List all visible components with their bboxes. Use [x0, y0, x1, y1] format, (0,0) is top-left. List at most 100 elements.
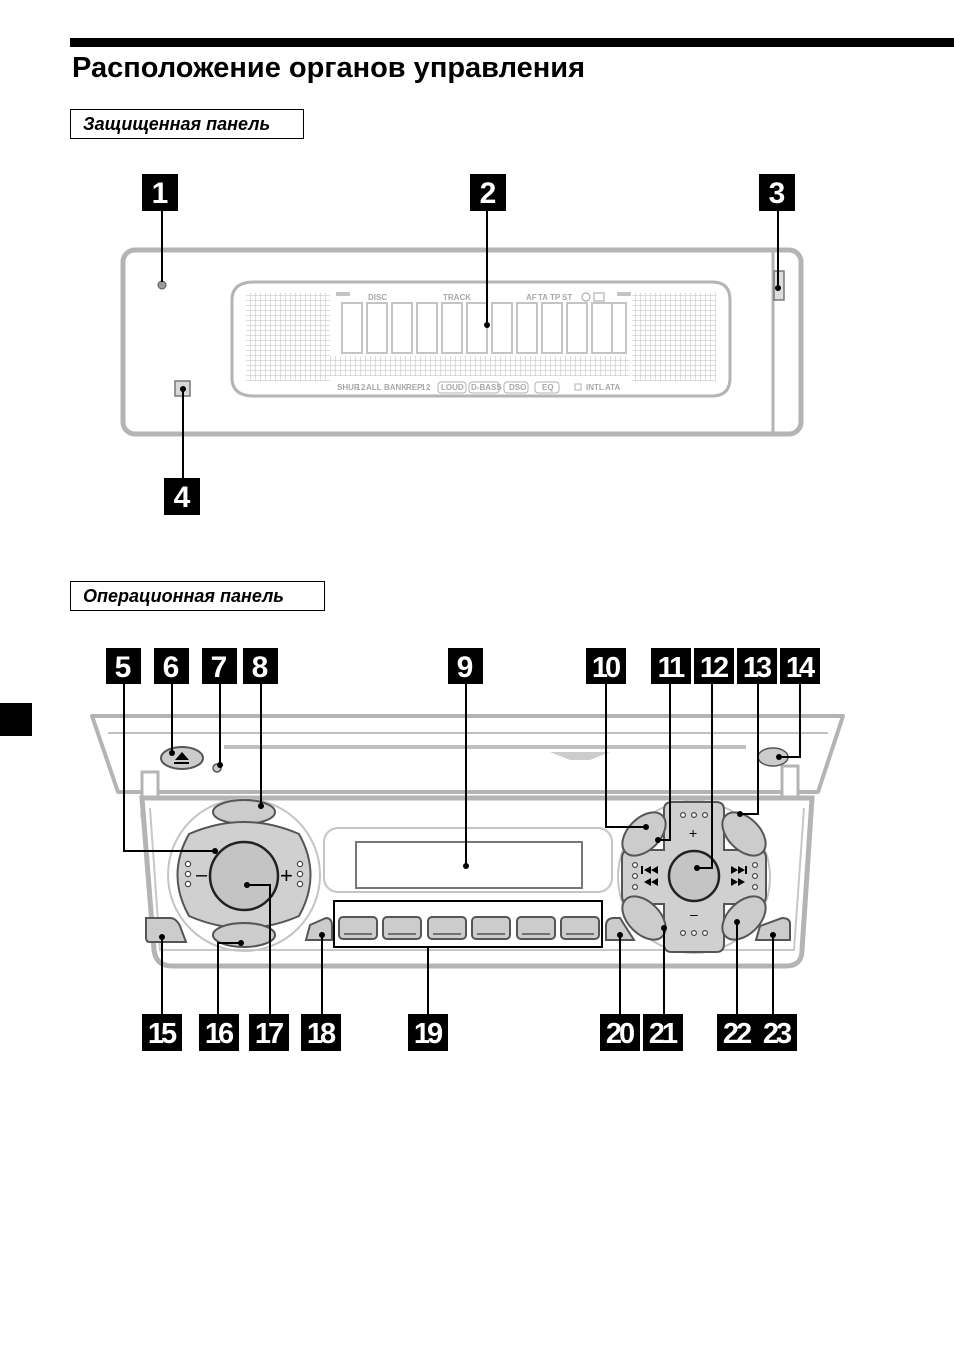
next-icon	[731, 866, 747, 886]
callout-12	[694, 648, 734, 684]
callout-3-label: 3	[769, 177, 786, 210]
display-button[interactable]	[304, 916, 333, 941]
indicator-st: ST	[562, 293, 572, 302]
display-lower-bar	[330, 356, 630, 376]
callout-9	[448, 648, 483, 684]
callout-16-label: 16	[205, 1018, 234, 1050]
page-title: Расположение органов управления	[72, 52, 586, 84]
callout-14-label: 14	[786, 652, 815, 684]
callout-18	[301, 1014, 341, 1051]
display-clock-icon	[581, 292, 591, 302]
callout-20	[600, 1014, 640, 1051]
indicator-tape-icon	[574, 383, 582, 391]
reset-hole-icon	[157, 280, 167, 290]
callout-10	[586, 648, 626, 684]
display-left-matrix	[246, 293, 330, 381]
volume-plus-label: +	[280, 863, 293, 888]
callout-7	[202, 648, 237, 684]
indicator-intl: INTL	[586, 383, 604, 392]
indicator-rep-2: 2	[426, 383, 431, 392]
callout-8-label: 8	[252, 651, 269, 684]
dsp-button[interactable]	[714, 888, 773, 947]
eject-icon	[175, 752, 189, 760]
callout-17-label: 17	[255, 1018, 283, 1050]
prev-icon	[641, 866, 658, 886]
display-right-matrix	[632, 293, 716, 381]
callout-13-label: 13	[743, 652, 772, 684]
header-rule	[70, 38, 954, 47]
callout-23	[757, 1014, 797, 1051]
callout-20-label: 20	[606, 1018, 634, 1050]
seek-minus-label: –	[690, 906, 698, 922]
mode-button[interactable]	[212, 922, 276, 948]
preset-button-5[interactable]	[516, 916, 556, 940]
preset-button-1[interactable]	[338, 916, 378, 940]
callout-19	[408, 1014, 448, 1051]
front-panel: DISC TRACK AF TA TP ST SHUF 1 2 ALL BANK…	[120, 211, 804, 480]
indicator-shuf-2: 2	[361, 383, 366, 392]
off-button[interactable]	[145, 917, 188, 943]
page-side-tab	[0, 703, 32, 736]
af-ta-button[interactable]	[714, 804, 773, 863]
seek-mode-button[interactable]	[614, 804, 673, 863]
preset-button-3[interactable]	[427, 916, 467, 940]
callout-5	[106, 648, 141, 684]
callout-13	[737, 648, 777, 684]
callout-leaders	[123, 683, 801, 1014]
callout-15	[142, 1014, 182, 1051]
callout-15-label: 15	[148, 1018, 177, 1050]
indicator-all: ALL	[366, 383, 382, 392]
play-button[interactable]	[667, 849, 721, 903]
section-label-front-panel: Защищенная панель	[70, 109, 304, 139]
callout-6-label: 6	[163, 651, 180, 684]
indicator-eq: EQ	[542, 383, 554, 392]
callout-7-label: 7	[211, 651, 228, 684]
callout-16	[199, 1014, 239, 1051]
preset-button-4[interactable]	[471, 916, 511, 940]
indicator-rep: REP	[406, 383, 423, 392]
indicator-bank: BANK	[384, 383, 407, 392]
preset-button-6[interactable]	[560, 916, 600, 940]
indicator-ta: TA	[538, 293, 548, 302]
indicator-loud: LOUD	[441, 383, 464, 392]
section-label-operation-panel: Операционная панель	[70, 581, 325, 611]
callout-19-label: 19	[414, 1018, 443, 1050]
display-mem-icon	[593, 292, 605, 302]
sel-button[interactable]	[208, 840, 280, 912]
callout-11	[651, 648, 691, 684]
callout-2	[470, 174, 506, 211]
callout-9-label: 9	[457, 651, 474, 684]
power-button[interactable]	[754, 916, 791, 941]
callout-14	[780, 648, 820, 684]
operation-panel: – +	[90, 714, 845, 969]
indicator-tp: TP	[550, 293, 561, 302]
callout-3	[759, 174, 795, 211]
callout-1	[142, 174, 178, 211]
callout-2-label: 2	[480, 177, 497, 210]
seek-plus-label: +	[689, 825, 697, 841]
callout-12-label: 12	[700, 652, 728, 684]
indicator-dbass: D-BASS	[471, 383, 502, 392]
display-segments	[341, 302, 627, 354]
list-button[interactable]	[605, 917, 636, 941]
indicator-track: TRACK	[443, 293, 471, 302]
callout-11-label: 11	[658, 652, 686, 684]
indicator-shuf: SHUF	[337, 383, 359, 392]
callout-4	[164, 478, 200, 515]
source-button[interactable]	[212, 799, 276, 825]
callout-4-label: 4	[174, 481, 191, 514]
indicator-dso: DSO	[509, 383, 526, 392]
callout-10-label: 10	[592, 652, 620, 684]
indicator-af: AF	[526, 293, 537, 302]
callout-22	[717, 1014, 757, 1051]
callout-22-label: 22	[723, 1018, 751, 1050]
callout-18-label: 18	[307, 1018, 336, 1050]
preset-button-2[interactable]	[382, 916, 422, 940]
sound-button[interactable]	[614, 888, 673, 947]
callout-5-label: 5	[115, 651, 132, 684]
callout-8	[243, 648, 278, 684]
callout-21	[643, 1014, 683, 1051]
callout-6	[154, 648, 189, 684]
callout-1-label: 1	[152, 177, 169, 210]
